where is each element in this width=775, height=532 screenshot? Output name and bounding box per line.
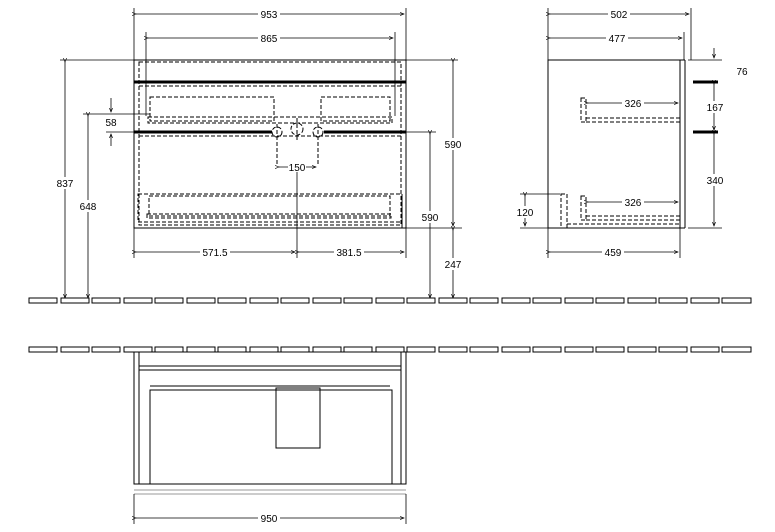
dim-top-thickness: 76 [736,67,748,78]
dim-tap-offset: 58 [105,118,117,129]
plan-outline [133,351,407,485]
dim-overall-depth: 502 [611,10,628,21]
dim-floor-clearance: 247 [445,260,462,271]
dim-overall-width: 953 [261,10,278,21]
dim-lower-drawer-height: 340 [707,176,724,187]
dim-upper-drawer-depth: 326 [625,99,642,110]
tap-symbols [271,118,324,166]
side-elevation: 502 477 76 167 340 326 326 120 459 [514,8,748,259]
dim-unit-height: 590 [445,140,462,151]
front-cabinet-outline [133,59,407,229]
dim-body-depth: 477 [609,34,626,45]
dim-tap-spacing: 150 [289,163,306,174]
dim-center-to-right: 381.5 [336,248,361,259]
dim-plan-width: 950 [261,514,278,525]
dim-plinth-height: 120 [517,208,534,219]
wall-line [28,346,752,353]
dim-upper-drawer-height: 167 [707,103,724,114]
dim-overall-height: 837 [57,179,74,190]
dim-bottom-depth: 459 [605,248,622,259]
top-plan: 950 [133,351,407,525]
side-cabinet-outline [547,59,681,229]
floor-line [28,297,752,304]
front-elevation: 953 865 837 648 58 150 571.5 381.5 [54,8,464,298]
dim-drain-height: 648 [80,202,97,213]
dim-lower-drawer-depth: 326 [625,198,642,209]
dim-inner-width: 865 [261,34,278,45]
siphon-cutout [275,387,321,449]
dim-drain-to-floor: 590 [422,213,439,224]
dim-left-to-center: 571.5 [202,248,227,259]
